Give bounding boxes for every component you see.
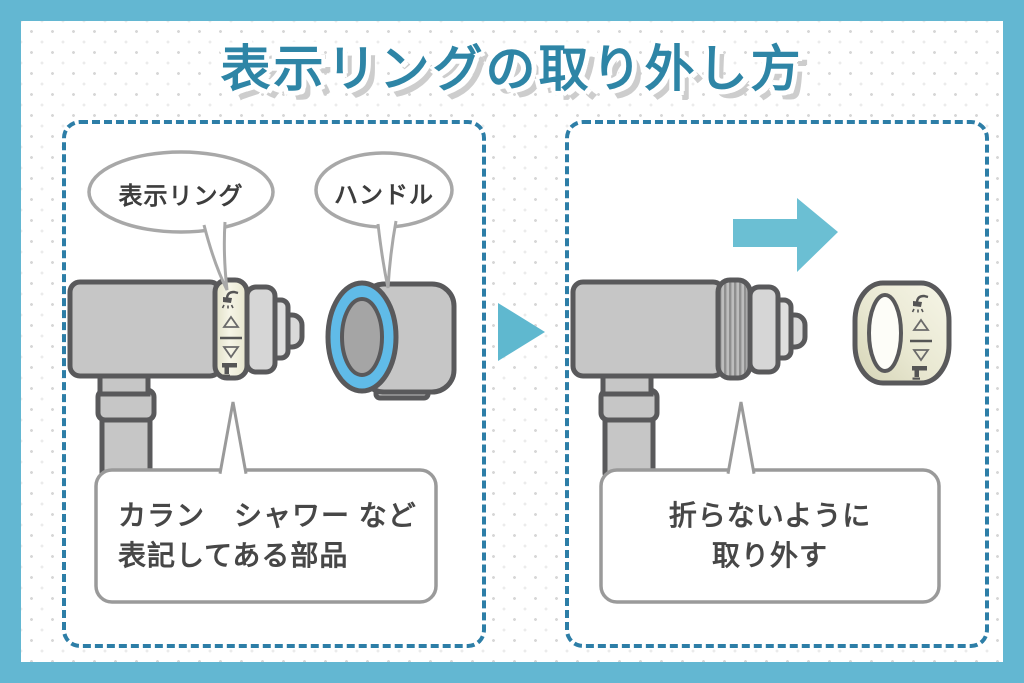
shower-icon — [221, 290, 239, 309]
callout-tail — [218, 401, 248, 474]
callout-line1: カラン シャワー など — [118, 500, 417, 531]
triangle-up-icon — [912, 318, 930, 331]
callout-text-after: 折らないように 取り外す — [601, 496, 939, 576]
after-illustration — [570, 198, 952, 604]
shower-icon — [911, 294, 929, 313]
removed-ring-illustration — [852, 280, 952, 386]
next-step-triangle-icon — [498, 303, 545, 361]
panel-after: 折らないように 取り外す — [565, 120, 989, 648]
bubble-tail — [202, 221, 229, 291]
valve-body — [67, 279, 223, 379]
callout-tail — [726, 401, 756, 474]
page-title: 表示リングの取り外し方 — [220, 41, 804, 97]
faucet-icon — [912, 366, 927, 380]
callout-box — [599, 401, 941, 604]
faucet-icon — [222, 363, 237, 377]
label-display-ring: 表示リング — [118, 183, 244, 210]
callout-text-before: カラン シャワー など 表記してある部品 — [118, 496, 418, 576]
before-illustration — [67, 150, 457, 604]
pipe — [99, 412, 153, 480]
callout-line2: 表記してある部品 — [118, 540, 349, 571]
arrow-right-icon — [733, 198, 838, 272]
spindle-base — [244, 284, 278, 375]
valve-body — [570, 279, 726, 379]
ring-hole — [867, 293, 903, 373]
display-ring-band — [212, 277, 250, 381]
callout-line1: 折らないように — [668, 500, 872, 531]
triangle-up-icon — [222, 315, 240, 328]
bubble-tail — [376, 220, 398, 289]
callout-line2: 取り外す — [711, 540, 828, 571]
speech-bubble-ring — [87, 150, 275, 291]
valve-illustration — [570, 277, 808, 480]
pipe — [602, 412, 656, 480]
triangle-down-icon — [222, 346, 240, 359]
triangle-down-icon — [912, 349, 930, 362]
spindle-base — [747, 284, 781, 375]
dotted-background: 表示リングの取り外し方 — [21, 21, 1003, 662]
valve-illustration — [67, 277, 305, 480]
label-handle: ハンドル — [334, 182, 434, 209]
speech-bubble-handle — [314, 151, 454, 289]
knurled-band — [715, 277, 753, 381]
panel-before: 表示リング ハンドル カラン シャワー など 表記してある部品 — [62, 120, 486, 648]
handle-illustration — [325, 280, 457, 401]
callout-box — [94, 401, 438, 604]
handle-hole — [340, 297, 384, 377]
